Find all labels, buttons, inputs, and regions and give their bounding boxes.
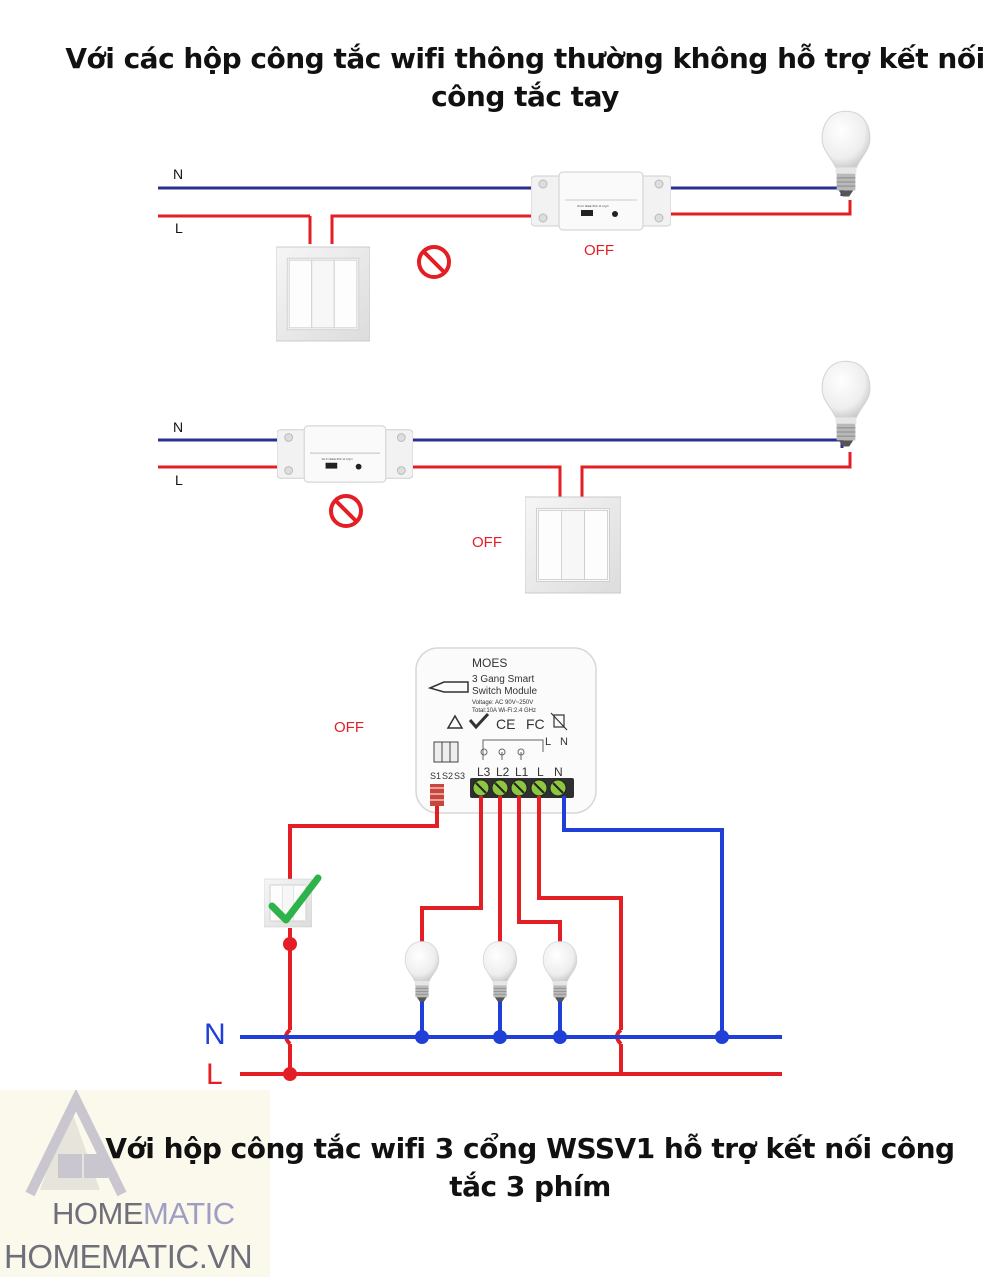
terminal-label-l1: L1: [515, 765, 529, 779]
prohibited-icon-2: [329, 494, 363, 528]
svg-text:CE: CE: [496, 716, 515, 732]
module-name-1: 3 Gang Smart: [472, 674, 534, 685]
d2-l-label: L: [175, 472, 183, 488]
terminal-s3: S3: [454, 771, 465, 781]
d3-status: OFF: [334, 719, 364, 736]
check-icon: [268, 874, 322, 924]
bulb-icon-2: [821, 360, 871, 448]
bulb-icon-3c: [542, 940, 578, 1003]
prohibited-icon-1: [417, 245, 451, 279]
terminal-label-n: N: [554, 765, 563, 779]
terminal-label-l3: L3: [477, 765, 491, 779]
brand-name-main: HOME: [52, 1196, 144, 1231]
title-bottom: Với hộp công tắc wifi 3 cổng WSSV1 hỗ tr…: [105, 1132, 955, 1203]
bulb-icon-3a: [404, 940, 440, 1003]
wall-switch-1: [276, 246, 370, 342]
diagram-2: [158, 360, 871, 594]
module-total: Total:10A Wi-Fi:2.4 GHz: [472, 708, 536, 714]
brand-name: HOMEMATIC: [52, 1196, 235, 1232]
certification-icons: CE FC: [446, 712, 568, 732]
house-logo-icon: [25, 1088, 127, 1197]
diagram-3: MOES 3 Gang Smart Switch Module Voltage:…: [240, 647, 782, 1081]
wifi-module-2: [277, 425, 413, 483]
title-top: Với các hộp công tắc wifi thông thường k…: [65, 42, 985, 113]
module-voltage: Voltage: AC 90V~250V: [472, 700, 533, 706]
bulb-icon-1: [821, 110, 871, 198]
bulb-icon-3b: [482, 940, 518, 1003]
d1-n-label: N: [173, 166, 184, 182]
wifi-module-1: [531, 171, 671, 231]
brand-name-accent: MATIC: [143, 1196, 235, 1231]
terminal-s1: S1: [430, 771, 441, 781]
d2-n-label: N: [173, 419, 184, 435]
svg-text:FC: FC: [526, 716, 545, 732]
screw-terminals: [470, 778, 574, 798]
wall-switch-2: [525, 496, 621, 594]
d1-l-label: L: [175, 220, 183, 236]
module-brand: MOES: [472, 656, 507, 670]
terminal-label-l: L: [537, 765, 544, 779]
d3-l-label: L: [206, 1058, 223, 1091]
d1-status: OFF: [584, 242, 614, 259]
diagram-1: [158, 110, 871, 342]
top-label-n: N: [560, 736, 568, 748]
terminal-label-l2: L2: [496, 765, 510, 779]
d3-n-label: N: [204, 1018, 226, 1051]
top-label-l: L: [545, 736, 551, 748]
brand-url: HOMEMATIC.VN: [4, 1238, 253, 1275]
d2-status: OFF: [472, 534, 502, 551]
switch-connector: S1 S2 S3: [430, 741, 465, 806]
brand-panel: [0, 1088, 270, 1277]
terminal-s2: S2: [442, 771, 453, 781]
module-name-2: Switch Module: [472, 686, 537, 697]
